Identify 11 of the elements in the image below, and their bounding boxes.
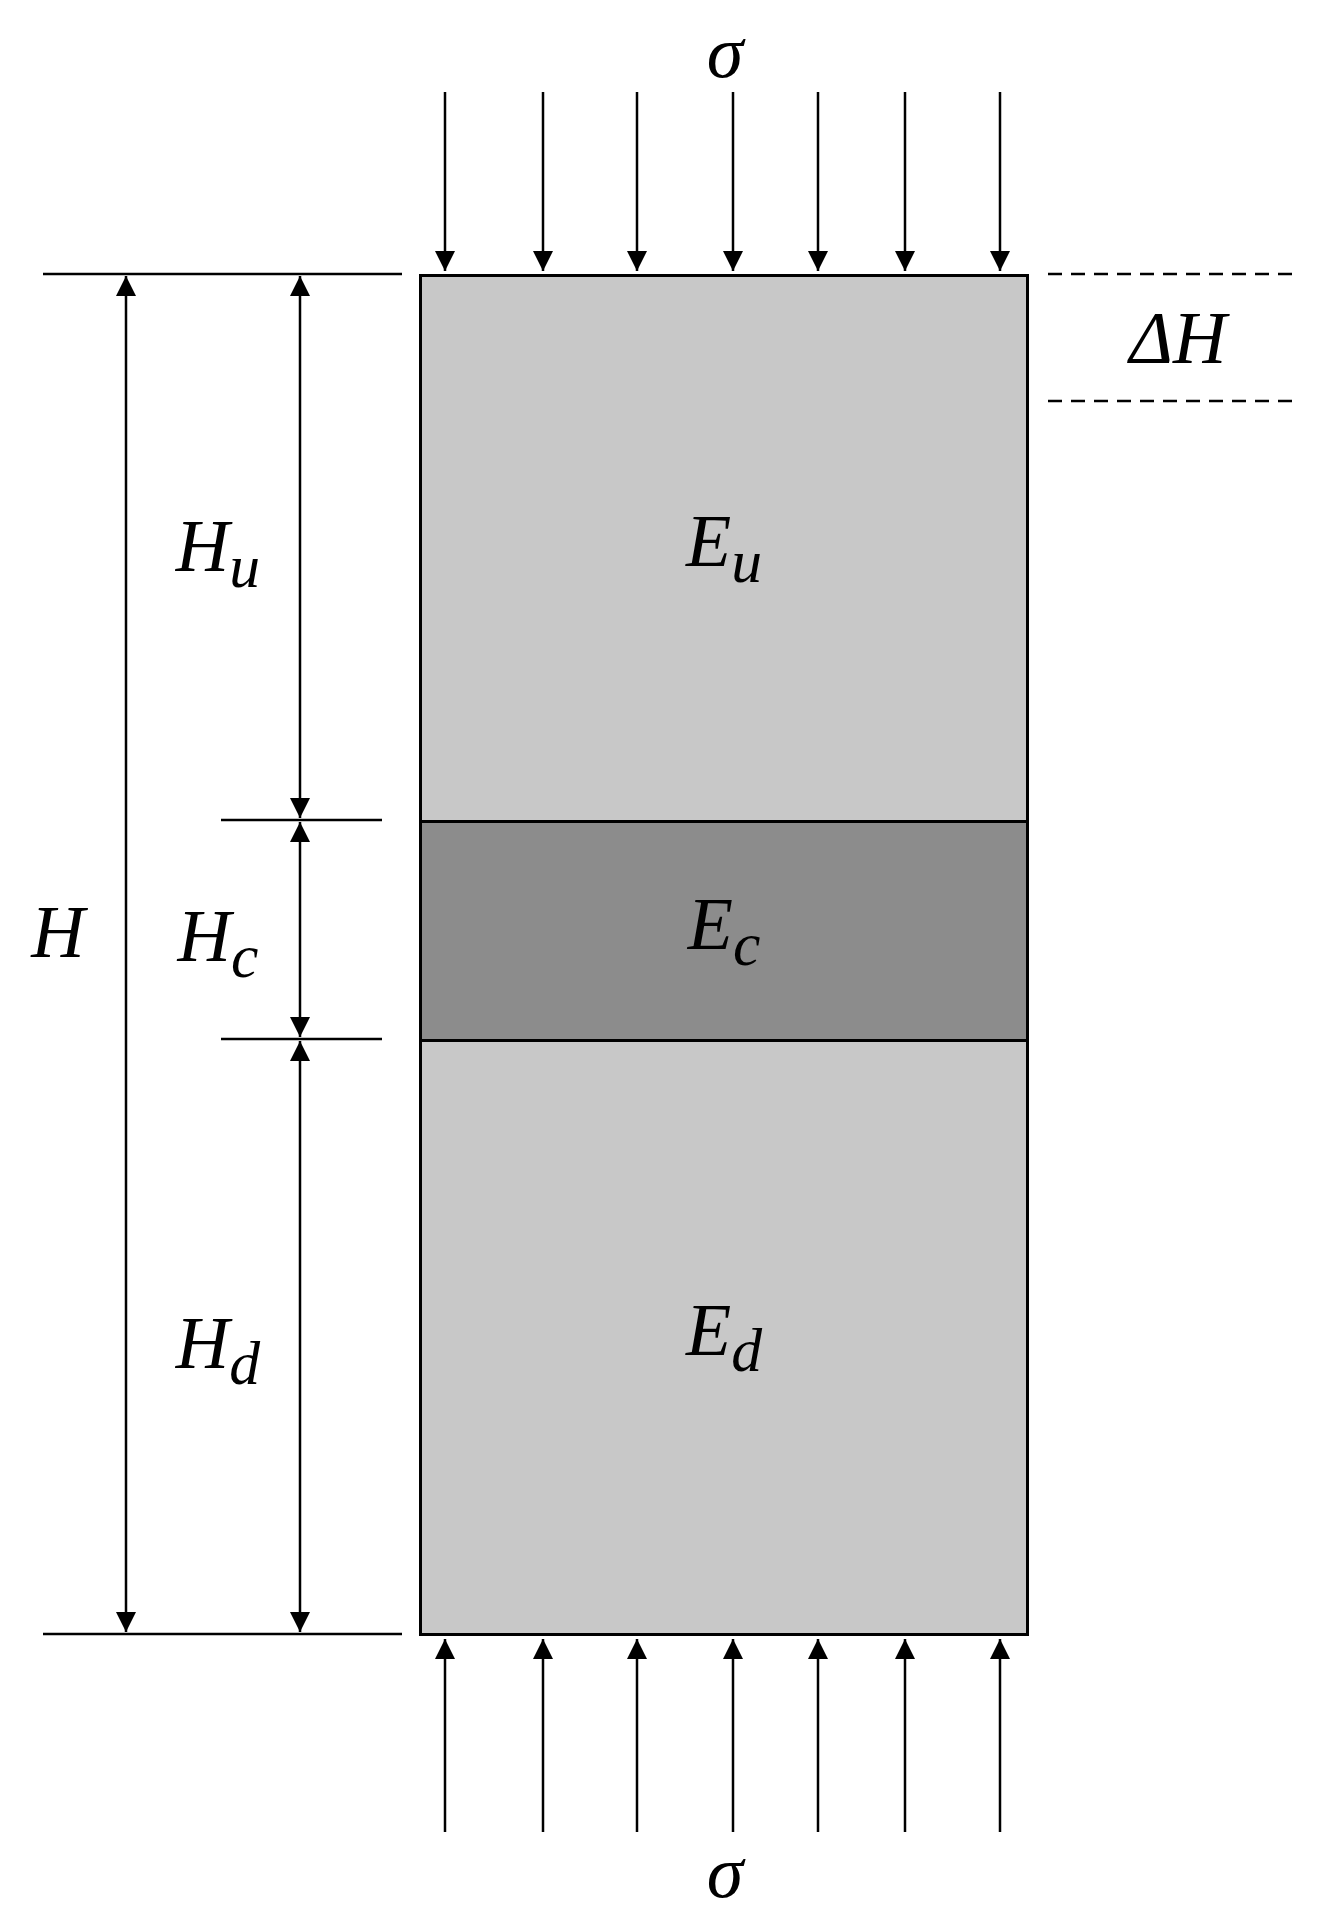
stress-label: σ (706, 1835, 744, 1909)
dimension-label: H$_{u}$ (175, 508, 261, 598)
modulus-label: E$_{c}$ (687, 886, 761, 976)
middle-layer (419, 820, 1029, 1042)
dimension-label: H$_{d}$ (175, 1305, 261, 1395)
modulus-label: E$_{d}$ (686, 1293, 762, 1382)
modulus-label: E$_{u}$ (686, 504, 762, 593)
lower-layer (419, 1039, 1029, 1636)
dimension-label: H$_{c}$ (177, 898, 259, 988)
stress-label: σ (706, 15, 744, 89)
upper-layer (419, 274, 1029, 823)
